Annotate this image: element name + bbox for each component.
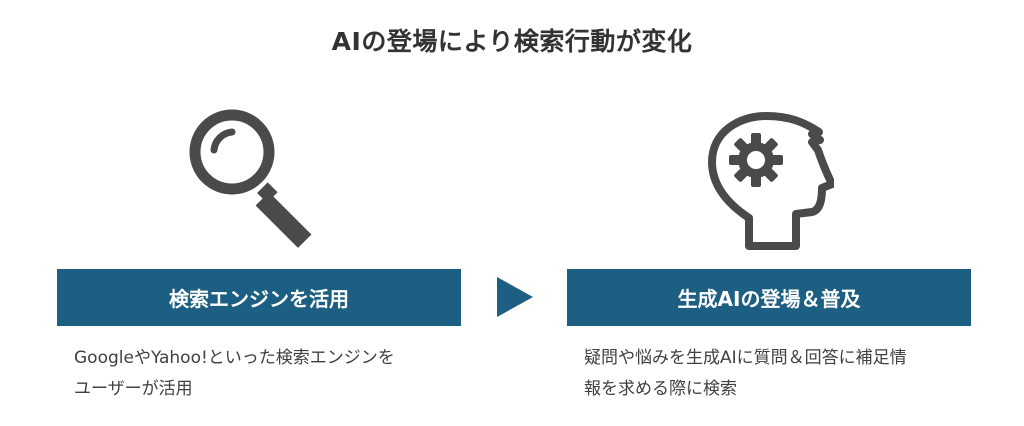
description-line: GoogleやYahoo!といった検索エンジンを	[74, 348, 395, 368]
step-label: 検索エンジンを活用	[169, 287, 349, 311]
step-label: 生成AIの登場＆普及	[677, 287, 861, 311]
step-box-search-engine: 検索エンジンを活用	[57, 269, 461, 326]
right-arrow-icon	[497, 277, 533, 317]
description-line: 疑問や悩みを生成AIに質問＆回答に補足情	[584, 348, 907, 368]
head-gear-icon	[704, 110, 836, 250]
description-line: ユーザーが活用	[74, 379, 193, 399]
step-description-generative-ai: 疑問や悩みを生成AIに質問＆回答に補足情 報を求める際に検索	[584, 343, 907, 405]
magnifying-glass-icon	[188, 108, 328, 248]
step-box-generative-ai: 生成AIの登場＆普及	[567, 269, 971, 326]
step-description-search-engine: GoogleやYahoo!といった検索エンジンを ユーザーが活用	[74, 343, 395, 405]
description-line: 報を求める際に検索	[584, 379, 737, 399]
page-title: AIの登場により検索行動が変化	[331, 27, 693, 56]
